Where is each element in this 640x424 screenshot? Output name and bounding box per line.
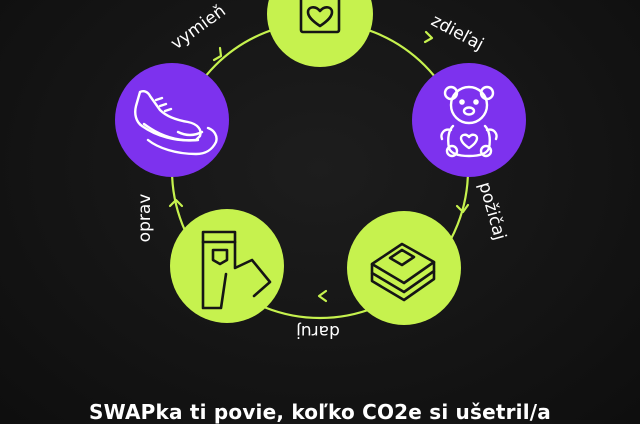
arrow-chevron-icon <box>317 289 328 303</box>
arrow-chevron-icon <box>212 46 223 62</box>
node-daruj <box>347 211 461 325</box>
book-icon <box>370 242 436 302</box>
node-zdielaj <box>267 0 373 67</box>
trousers-icon <box>201 230 272 310</box>
arrow-chevron-icon <box>423 30 434 44</box>
teddy-bear-icon <box>440 85 498 158</box>
label-zdielaj: zdieľaj <box>428 11 487 55</box>
node-oprav <box>170 209 284 323</box>
node-pozicaj <box>412 63 526 177</box>
shirt-heart-icon <box>299 0 341 34</box>
arrow-chevron-icon <box>455 203 470 214</box>
label-pozicaj: požičaj <box>474 180 510 243</box>
arrow-chevron-icon <box>168 198 184 208</box>
label-oprav: oprav <box>135 194 155 243</box>
node-vymien <box>115 63 229 177</box>
tagline: SWAPka ti povie, koľko CO2e si ušetril/a <box>89 400 551 424</box>
sneaker-icon <box>134 90 218 156</box>
label-vymien: vymieň <box>167 1 229 54</box>
label-daruj: daruj <box>296 321 340 341</box>
